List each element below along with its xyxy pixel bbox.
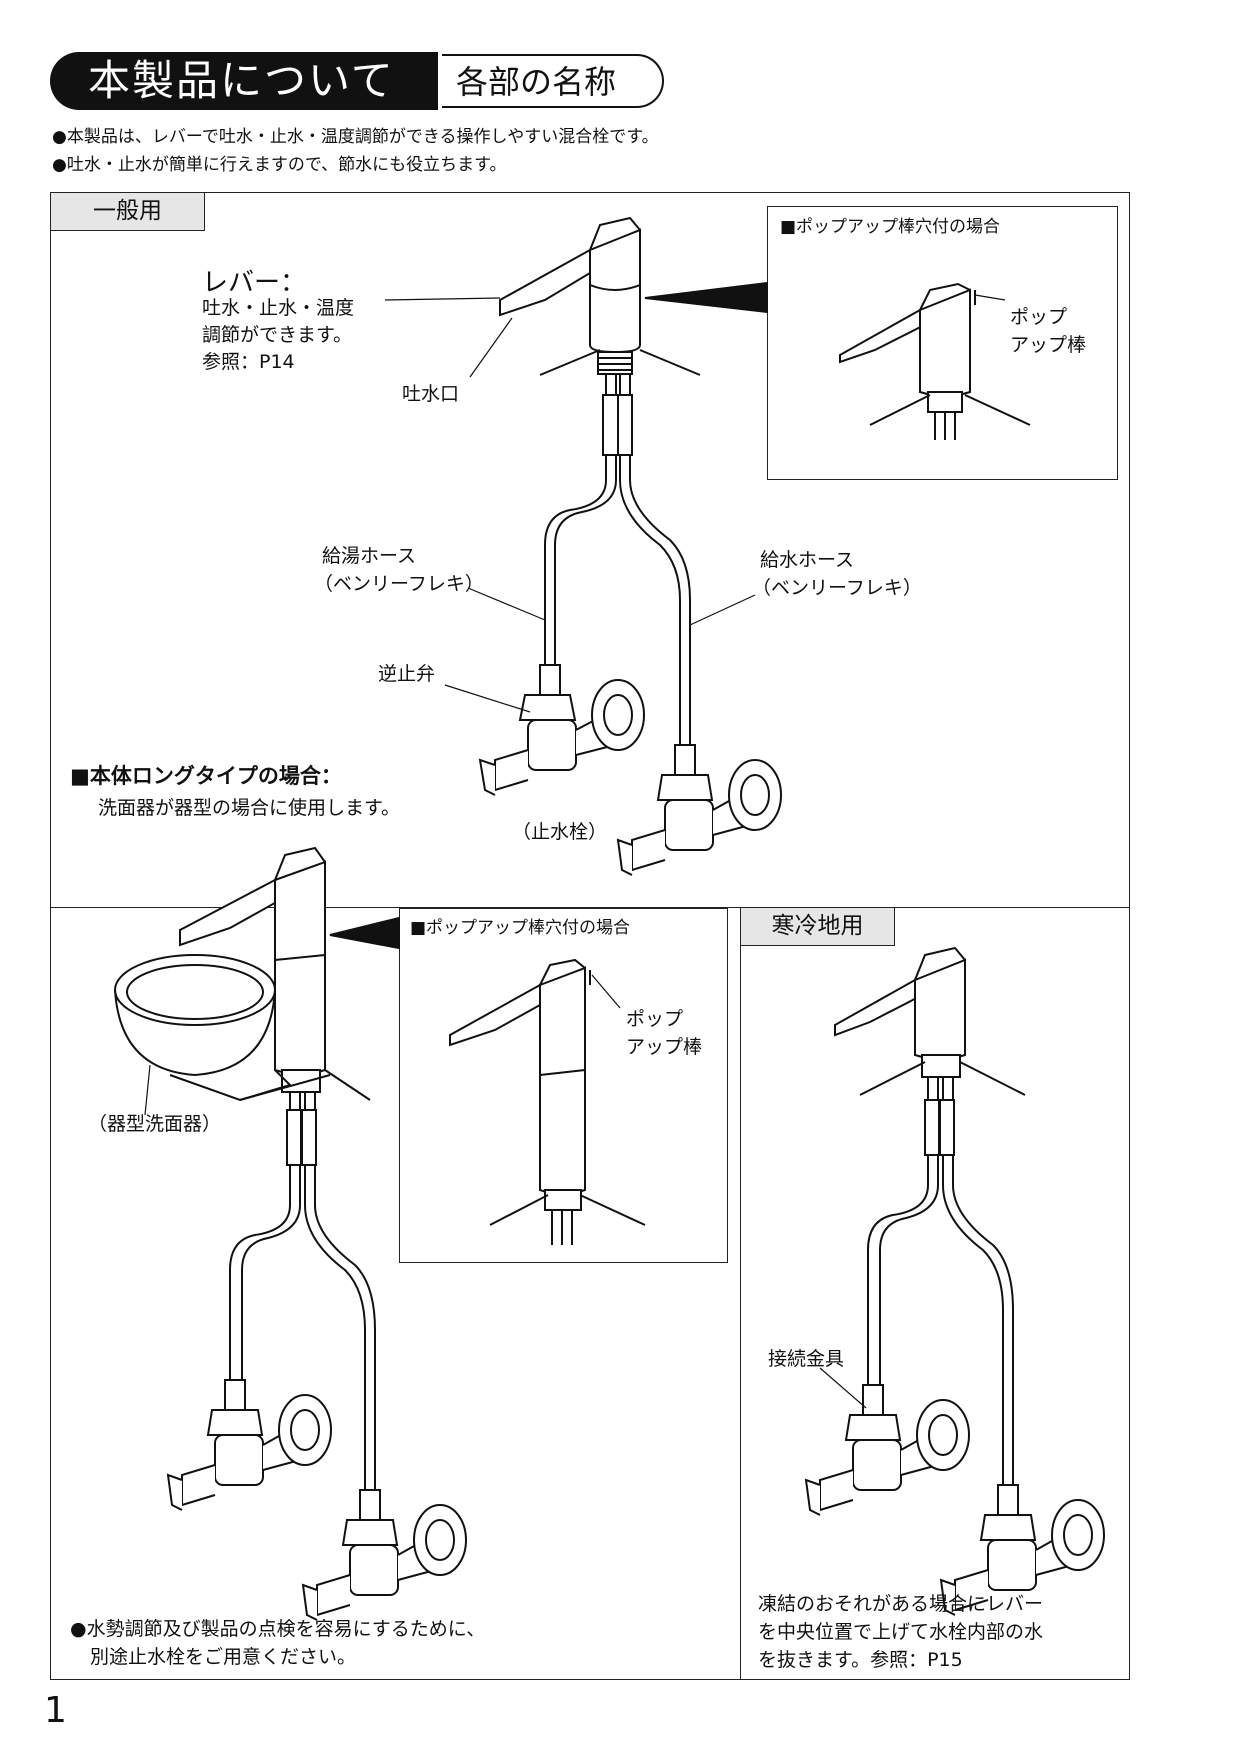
- lever-ref: 参照：P14: [202, 351, 295, 373]
- inset-long-popup-2: アップ棒: [626, 1036, 703, 1058]
- cold-hose-label: 給水ホース: [760, 549, 855, 571]
- page-title: 本製品について: [50, 52, 438, 110]
- check-valve-label: 逆止弁: [378, 663, 436, 685]
- page-number: 1: [44, 1690, 67, 1731]
- inset-general-popup-1: ポップ: [1010, 306, 1068, 328]
- intro-line-1: ●本製品は、レバーで吐水・止水・温度調節ができる操作しやすい混合栓です。: [52, 127, 659, 147]
- fitting-label: 接続金具: [768, 1348, 845, 1370]
- spout-label: 吐水口: [402, 383, 460, 405]
- inset-general-popup-2: アップ棒: [1010, 334, 1087, 356]
- long-type-note-1: ●水勢調節及び製品の点検を容易にするために、: [70, 1618, 486, 1640]
- lever-desc-1: 吐水・止水・温度: [202, 297, 355, 319]
- diagram-frame: [50, 192, 1130, 1680]
- section-divider-vertical: [740, 907, 741, 1680]
- section-divider-horizontal: [50, 907, 1130, 908]
- page-subtitle: 各部の名称: [442, 54, 664, 108]
- inset-long-popup-1: ポップ: [626, 1008, 684, 1030]
- cold-hose-sub: （ベンリーフレキ）: [752, 577, 922, 599]
- cold-region-note-1: 凍結のおそれがある場合にレバー: [758, 1593, 1044, 1615]
- long-type-desc: 洗面器が器型の場合に使用します。: [98, 797, 401, 819]
- stop-valve-label: （止水栓）: [512, 821, 608, 843]
- hot-hose-sub: （ベンリーフレキ）: [314, 573, 484, 595]
- long-type-title: ■本体ロングタイプの場合：: [70, 764, 342, 788]
- inset-general-title: ■ポップアップ棒穴付の場合: [780, 217, 1001, 237]
- lever-desc-2: 調節ができます。: [202, 324, 353, 346]
- bowl-label: （器型洗面器）: [88, 1113, 222, 1135]
- intro-line-2: ●吐水・止水が簡単に行えますので、節水にも役立ちます。: [52, 155, 507, 175]
- tab-cold-region: 寒冷地用: [741, 908, 895, 946]
- lever-title: レバー：: [202, 268, 307, 298]
- tab-general: 一般用: [51, 193, 205, 231]
- inset-long-title: ■ポップアップ棒穴付の場合: [410, 918, 631, 938]
- hot-hose-label: 給湯ホース: [322, 545, 417, 567]
- cold-region-note-3: を抜きます。参照：P15: [758, 1649, 963, 1671]
- cold-region-note-2: を中央位置で上げて水栓内部の水: [758, 1621, 1044, 1643]
- long-type-note-2: 別途止水栓をご用意ください。: [90, 1646, 357, 1668]
